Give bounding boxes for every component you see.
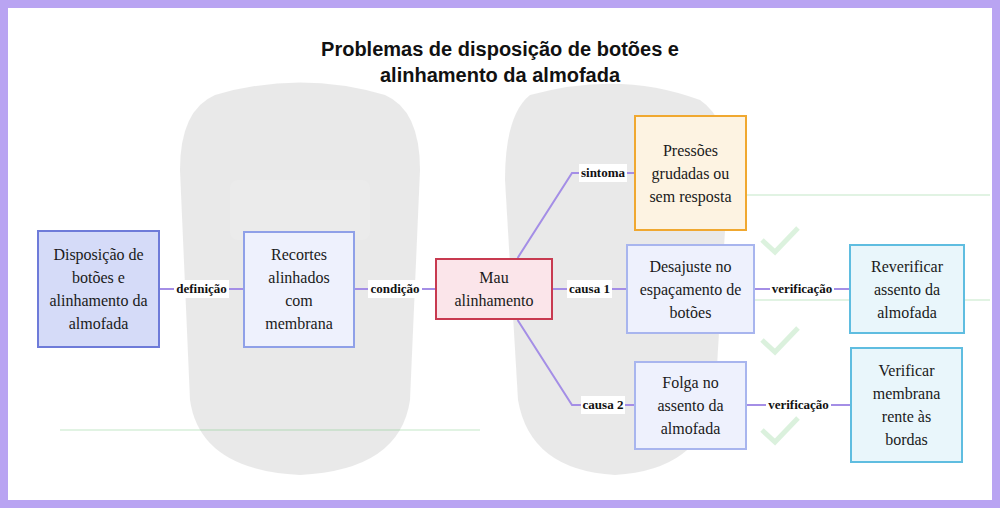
box-label: Verificar membrana rente às bordas <box>860 359 953 451</box>
connector-line <box>518 320 634 405</box>
edge-label: definição <box>174 280 229 298</box>
edge-label: verificação <box>770 280 835 298</box>
process-box: Desajuste no espaçamento de botões <box>626 244 755 334</box>
process-box: Folga no assento da almofada <box>634 361 747 450</box>
edge-label: causa 1 <box>567 280 612 298</box>
edge-label: causa 2 <box>581 396 626 414</box>
box-label: Mau alinhamento <box>445 266 543 312</box>
process-box: Mau alinhamento <box>435 258 553 320</box>
process-box: Disposição de botões e alinhamento da al… <box>37 230 160 348</box>
edge-label: verificação <box>766 396 831 414</box>
box-label: Reverificar assento da almofada <box>859 255 955 324</box>
diagram-title: Problemas de disposição de botões e alin… <box>285 36 715 88</box>
edge-label: condição <box>368 280 421 298</box>
box-label: Recortes alinhados com membrana <box>253 243 345 335</box>
key-fob-left <box>180 83 420 476</box>
process-box: Recortes alinhados com membrana <box>243 231 355 348</box>
process-box: Verificar membrana rente às bordas <box>850 347 963 463</box>
box-label: Pressões grudadas ou sem resposta <box>644 139 737 208</box>
process-box: Reverificar assento da almofada <box>849 244 965 334</box>
edge-label: sintoma <box>579 164 627 182</box>
box-label: Disposição de botões e alinhamento da al… <box>47 243 150 335</box>
box-label: Desajuste no espaçamento de botões <box>636 255 745 324</box>
process-box: Pressões grudadas ou sem resposta <box>634 115 747 231</box>
connector-line <box>518 173 634 258</box>
box-label: Folga no assento da almofada <box>644 371 737 440</box>
